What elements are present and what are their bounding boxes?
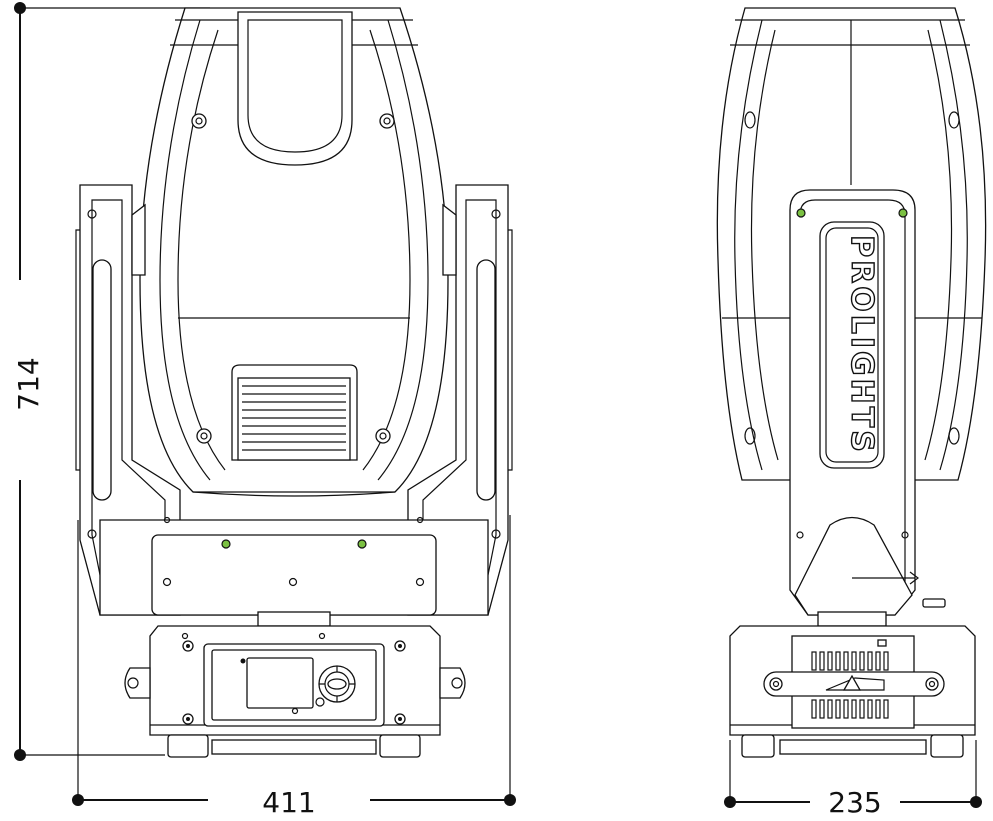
side-base <box>729 625 976 758</box>
front-base <box>124 625 466 758</box>
carry-handle-right <box>439 667 466 699</box>
status-led-right <box>358 540 366 548</box>
height-endpoint-bottom <box>14 749 26 761</box>
control-keypad <box>318 665 356 703</box>
brand-text: PROLIGHTS <box>844 235 879 455</box>
depth-endpoint-left <box>724 796 736 808</box>
status-led-left <box>222 540 230 548</box>
height-endpoint-top <box>14 2 26 14</box>
depth-endpoint-right <box>970 796 982 808</box>
yoke-right-arm <box>407 184 513 616</box>
front-view <box>75 7 513 758</box>
side-carry-handle <box>763 671 945 697</box>
depth-label: 235 <box>828 786 881 819</box>
width-label: 411 <box>262 786 315 819</box>
width-endpoint-right <box>504 794 516 806</box>
height-dimension: 714 <box>12 2 210 761</box>
side-view: PROLIGHTS <box>716 7 987 758</box>
carry-handle-left <box>124 667 151 699</box>
brand-plate <box>819 221 885 469</box>
side-yoke-arm: PROLIGHTS <box>789 189 946 627</box>
height-label: 714 <box>12 357 45 410</box>
head-vent-grille <box>231 364 358 461</box>
yoke-base-plate <box>99 516 489 627</box>
moving-head <box>131 7 457 497</box>
width-dimension: 411 <box>72 515 516 819</box>
width-endpoint-left <box>72 794 84 806</box>
depth-dimension: 235 <box>724 740 982 819</box>
side-vent-slots <box>811 651 889 719</box>
lcd-screen <box>246 657 314 709</box>
